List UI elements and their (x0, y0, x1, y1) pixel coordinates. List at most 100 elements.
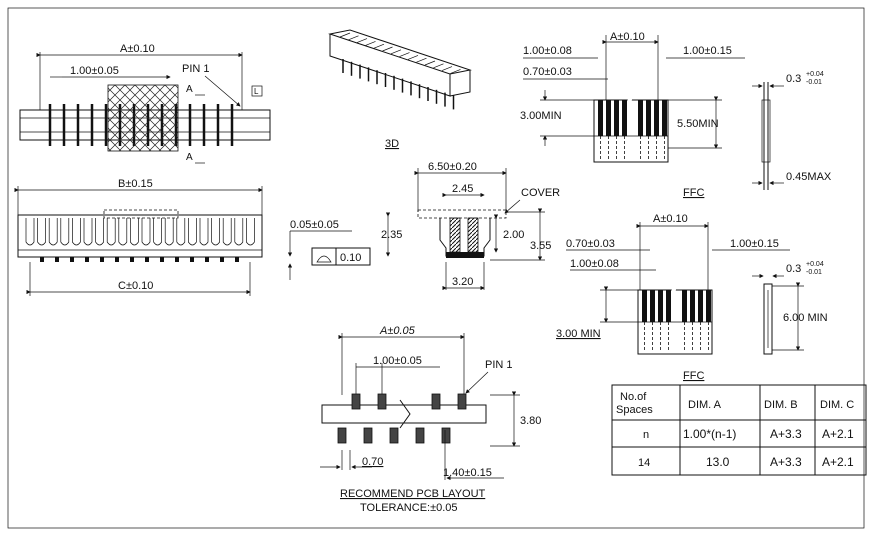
iso-view: 3D (328, 29, 472, 150)
front-slot (130, 218, 139, 246)
table-header-dim-a: DIM. A (688, 399, 722, 411)
pcb-pad-top (377, 393, 387, 410)
front-dim-b: B±0.15 (118, 178, 153, 190)
dimension-table: No.of Spaces DIM. A DIM. B DIM. C n 1.00… (611, 384, 867, 476)
iso-rib (424, 60, 436, 66)
conductor (598, 100, 603, 136)
section-a-bottom: A (186, 152, 193, 163)
iso-rib (365, 41, 376, 46)
front-slot (222, 218, 232, 246)
front-slot (48, 218, 58, 246)
front-slot (83, 218, 93, 246)
pcb-pad-top (351, 393, 361, 410)
iso-rib (356, 38, 368, 43)
table-cell: n (643, 429, 649, 441)
conductor (698, 290, 703, 322)
ffc-top-thickness-minus: -0.01 (806, 79, 822, 86)
side-width-total: 6.50±0.20 (428, 161, 477, 173)
conductor (666, 290, 671, 322)
pcb-pad-width: 0.70 (362, 456, 383, 468)
ffc-mid-dim-a: A±0.10 (653, 213, 688, 225)
front-slot (37, 218, 46, 246)
ffc-top-max-thick: 0.45MAX (786, 171, 832, 183)
side-view: 6.50±0.20 2.45 COVER 2.35 2.00 3.55 3.20 (381, 161, 560, 291)
pcb-pad-bottom (363, 427, 373, 444)
front-slot (95, 218, 104, 246)
top-view: A±0.10 1.00±0.05 PIN 1 A A L (19, 43, 271, 164)
ffc-top-min-len: 3.00MIN (520, 110, 562, 122)
iso-rib (348, 35, 359, 41)
side-body (439, 218, 491, 257)
ffc-mid-thickness-plus: +0.04 (806, 261, 824, 268)
pcb-pitch: 1.00±0.05 (373, 355, 422, 367)
break-mark (671, 285, 679, 327)
table-header-spaces-2: Spaces (616, 404, 653, 416)
front-slot (153, 218, 162, 246)
front-foot (145, 257, 149, 262)
section-a-top: A (186, 84, 193, 95)
pcb-pad-bottom (389, 427, 399, 444)
front-foot (115, 257, 119, 262)
break-mark (627, 95, 635, 137)
top-dim-a: A±0.10 (120, 43, 155, 55)
front-foot (220, 257, 224, 262)
ffc-mid-left-pitch: 1.00±0.08 (570, 258, 619, 270)
ffc-mid-conductors (642, 285, 711, 352)
ffc-mid-thickness: 0.3 (786, 263, 801, 275)
conductor (662, 100, 667, 136)
table-cell: 1.00*(n-1) (683, 427, 736, 441)
pcb-pads (337, 393, 467, 444)
pcb-dim-a: A±0.05 (379, 325, 416, 337)
iso-rib (399, 52, 410, 57)
front-slot (199, 218, 209, 246)
ffc-top-thickness: 0.3 (786, 73, 801, 85)
front-slot (246, 218, 255, 246)
ffc-mid-min-len: 3.00 MIN (556, 328, 601, 340)
pcb-height: 3.80 (520, 415, 541, 427)
conductor (606, 100, 611, 136)
front-foot (130, 257, 134, 262)
pcb-title: RECOMMEND PCB LAYOUT (340, 488, 486, 500)
iso-rib (339, 32, 351, 38)
table-cell: A+2.1 (822, 427, 854, 441)
top-pin1: PIN 1 (182, 63, 210, 75)
ffc-top-dim-a: A±0.10 (610, 31, 645, 43)
front-slot (234, 218, 244, 246)
front-slot (211, 218, 220, 246)
iso-ribs (339, 32, 461, 110)
conductor (638, 100, 643, 136)
front-foot (175, 257, 179, 262)
table-header-dim-c: DIM. C (820, 399, 854, 411)
ffc-mid: A±0.10 0.70±0.03 1.00±0.15 1.00±0.08 3.0… (556, 213, 828, 382)
side-width-top: 2.45 (452, 183, 473, 195)
side-h-left: 2.35 (381, 229, 402, 241)
conductor (706, 290, 711, 322)
ffc-mid-label: FFC (683, 370, 704, 382)
pcb-pad-len: 1.40±0.15 (443, 467, 492, 479)
pcb-pad-bottom (337, 427, 347, 444)
top-pitch: 1.00±0.05 (70, 65, 119, 77)
front-foot (235, 257, 239, 262)
front-slot (141, 218, 151, 246)
front-feet (40, 257, 239, 262)
front-slot (188, 218, 197, 246)
table-cell: A+3.3 (770, 455, 802, 469)
side-base: 3.20 (452, 276, 473, 288)
conductor (614, 100, 619, 136)
table-cell: 13.0 (706, 455, 730, 469)
coplanarity: 0.05±0.05 (290, 219, 339, 231)
flatness-box (311, 247, 371, 266)
front-slot (106, 218, 116, 246)
iso-rib (441, 66, 453, 71)
ffc-mid-thickness-minus: -0.01 (806, 269, 822, 276)
side-h-mid: 2.00 (503, 229, 524, 241)
pcb-pad-bottom (415, 427, 425, 444)
table-cell: A+3.3 (770, 427, 802, 441)
iso-rib (407, 55, 419, 60)
side-cover: COVER (521, 187, 560, 199)
flatness-tol: 0.10 (340, 252, 361, 264)
front-foot (70, 257, 74, 262)
front-slot (60, 218, 70, 246)
conductor (682, 290, 687, 322)
